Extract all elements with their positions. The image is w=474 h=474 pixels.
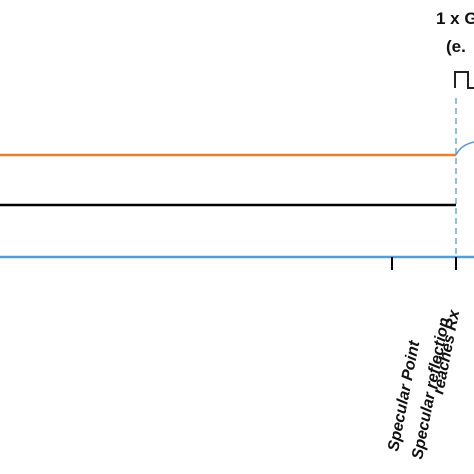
header-line-2: (e. xyxy=(446,37,466,56)
pulse-icon xyxy=(454,71,474,89)
orange-signal-curve xyxy=(455,141,474,156)
header-line-1: 1 x G xyxy=(436,9,474,28)
